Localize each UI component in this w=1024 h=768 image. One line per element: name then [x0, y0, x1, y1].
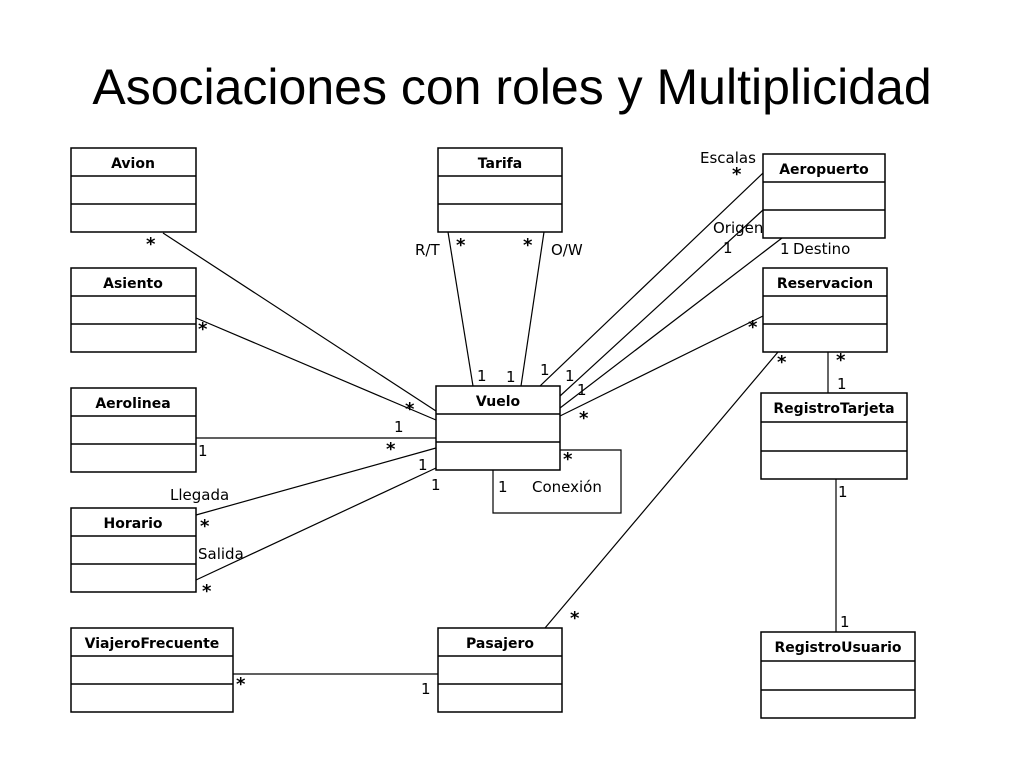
- mult-vuelo-llegada-one: 1: [418, 456, 428, 474]
- class-aerolinea: Aerolinea: [70, 387, 197, 473]
- class-viajerofrecuente-name: ViajeroFrecuente: [85, 636, 220, 652]
- mult-vuelo-escalas-one: 1: [540, 361, 550, 379]
- assoc-vuelo-conexion-self: [492, 449, 622, 514]
- assoc-reservacion-vuelo: [559, 315, 764, 417]
- class-registrotarjeta: RegistroTarjeta: [760, 392, 908, 480]
- mult-pasajero-reservacion-many: *: [570, 608, 580, 629]
- mult-vuelo-avion-many: *: [405, 399, 415, 420]
- assoc-horario-vuelo-llegada: [195, 447, 437, 516]
- mult-reservacion-vuelo-many: *: [748, 317, 758, 338]
- mult-usuario-tarjeta-one: 1: [840, 613, 850, 631]
- class-registrousuario: RegistroUsuario: [760, 631, 916, 719]
- role-destino: Destino: [793, 240, 850, 258]
- role-llegada: Llegada: [170, 486, 229, 504]
- mult-conexion-many: *: [563, 449, 573, 470]
- class-aeropuerto-name: Aeropuerto: [779, 162, 869, 178]
- class-aerolinea-name: Aerolinea: [95, 396, 170, 412]
- role-origen: Origen: [713, 219, 763, 237]
- assoc-horario-vuelo-salida: [195, 467, 437, 581]
- mult-vuelo-salida-one: 1: [431, 476, 441, 494]
- mult-tarifa-ow-many: *: [523, 235, 533, 256]
- mult-vuelo-aerolinea-many: *: [386, 439, 396, 460]
- class-reservacion: Reservacion: [762, 267, 888, 353]
- class-asiento: Asiento: [70, 267, 197, 353]
- assoc-asiento-vuelo: [195, 317, 437, 421]
- class-tarifa: Tarifa: [437, 147, 563, 233]
- mult-vuelo-asiento-one: 1: [394, 418, 404, 436]
- mult-vuelo-reservacion-many: *: [579, 408, 589, 429]
- mult-conexion-one: 1: [498, 478, 508, 496]
- association-lines: [162, 172, 837, 675]
- mult-horario-llegada-many: *: [200, 516, 210, 537]
- class-pasajero: Pasajero: [437, 627, 563, 713]
- class-viajerofrecuente: ViajeroFrecuente: [70, 627, 234, 713]
- mult-reservacion-tarjeta-many: *: [836, 350, 846, 371]
- class-vuelo: Vuelo: [435, 385, 561, 471]
- class-aeropuerto: Aeropuerto: [762, 153, 886, 239]
- multiplicities: * * * 1 1 * * * 1 1 * * 1 1 * 1 1 1 1 1 …: [146, 164, 850, 698]
- role-rt: R/T: [415, 241, 440, 259]
- class-reservacion-name: Reservacion: [777, 276, 873, 292]
- mult-tarjeta-reservacion-one: 1: [837, 375, 847, 393]
- mult-viajero-many: *: [236, 674, 246, 695]
- mult-avion-many: *: [146, 234, 156, 255]
- mult-aerolinea-one: 1: [198, 442, 208, 460]
- assoc-aeropuerto-vuelo-destino: [559, 237, 783, 409]
- class-avion: Avion: [70, 147, 197, 233]
- mult-vuelo-ow-one: 1: [506, 368, 516, 386]
- assoc-reservacion-pasajero: [544, 351, 779, 629]
- mult-tarifa-rt-many: *: [456, 235, 466, 256]
- class-pasajero-name: Pasajero: [466, 636, 534, 652]
- mult-vuelo-rt-one: 1: [477, 367, 487, 385]
- mult-aeropuerto-origen-one: 1: [723, 239, 733, 257]
- mult-tarjeta-usuario-one: 1: [838, 483, 848, 501]
- class-tarifa-name: Tarifa: [478, 156, 522, 172]
- mult-pasajero-viajero-one: 1: [421, 680, 431, 698]
- role-salida: Salida: [198, 545, 244, 563]
- role-conexion: Conexión: [532, 478, 602, 496]
- mult-reservacion-pasajero-many: *: [777, 352, 787, 373]
- assoc-tarifa-vuelo-rt: [447, 231, 474, 387]
- mult-vuelo-origen-one: 1: [565, 367, 575, 385]
- assoc-aeropuerto-vuelo-escalas: [539, 172, 764, 387]
- assoc-aeropuerto-vuelo-origen: [559, 209, 764, 397]
- mult-asiento-many: *: [198, 319, 208, 340]
- slide-title: Asociaciones con roles y Multiplicidad: [92, 59, 932, 115]
- class-registrousuario-name: RegistroUsuario: [774, 640, 901, 656]
- assoc-tarifa-vuelo-ow: [520, 231, 545, 387]
- mult-vuelo-destino-one: 1: [577, 381, 587, 399]
- class-vuelo-name: Vuelo: [476, 394, 521, 410]
- role-escalas: Escalas: [700, 149, 756, 167]
- mult-horario-salida-many: *: [202, 581, 212, 602]
- class-horario-name: Horario: [103, 516, 162, 532]
- mult-aeropuerto-destino-one: 1: [780, 240, 790, 258]
- mult-aeropuerto-escalas-many: *: [732, 164, 742, 185]
- class-asiento-name: Asiento: [103, 276, 163, 292]
- role-ow: O/W: [551, 241, 583, 259]
- role-labels: Escalas Origen Destino R/T O/W Llegada S…: [170, 149, 850, 563]
- class-horario: Horario: [70, 507, 197, 593]
- assoc-avion-vuelo: [162, 232, 437, 412]
- class-registrotarjeta-name: RegistroTarjeta: [773, 401, 894, 417]
- class-avion-name: Avion: [111, 156, 155, 172]
